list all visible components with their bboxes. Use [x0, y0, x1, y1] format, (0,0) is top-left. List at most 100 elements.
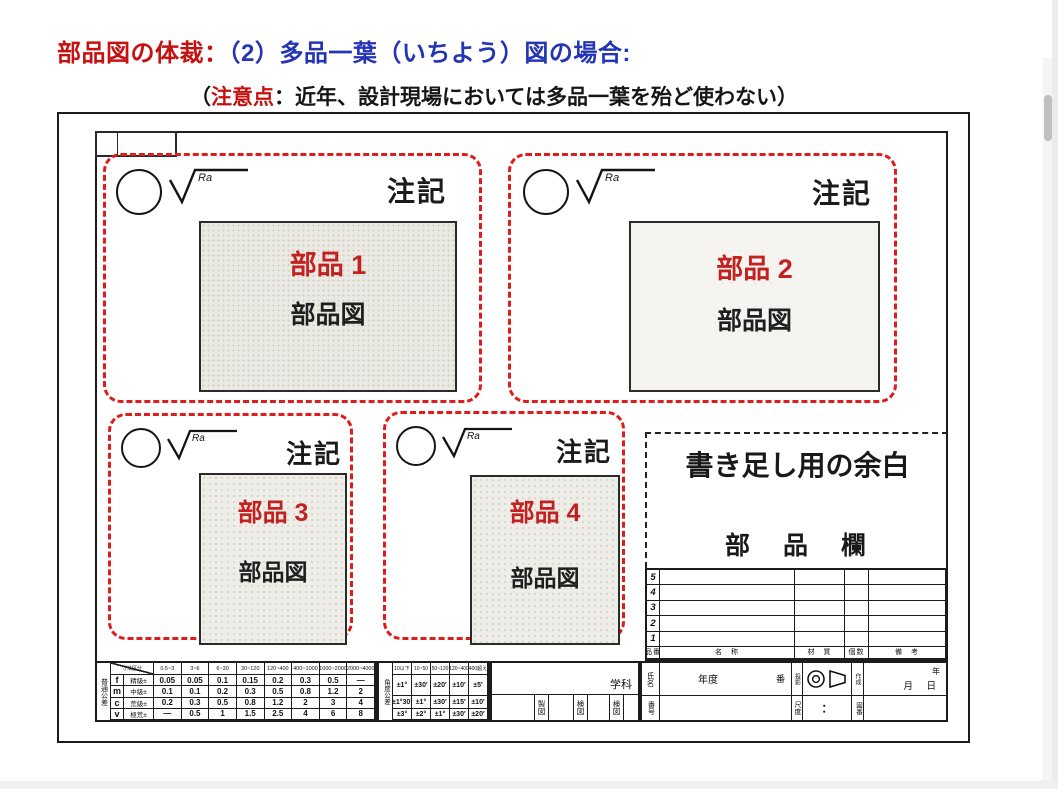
tol-value: ±1° [431, 709, 450, 720]
note-highlight: 注意点 [211, 86, 274, 109]
scrollbar-thumb[interactable] [1044, 95, 1052, 141]
angular-tolerance-side-label: 角度公差 [379, 663, 393, 720]
department-cell: 学科 [492, 663, 638, 695]
number-cell: 番号 [642, 696, 660, 720]
linear-tolerance-corner: 寸法区分 [111, 663, 154, 675]
signature-blank [588, 695, 610, 720]
range-header: 30~120 [236, 663, 265, 675]
margin-area-title: 書き足し用の余白 [685, 450, 910, 481]
linear-tolerance-side-label: 普通公差 [97, 663, 111, 720]
tol-value: ±30′ [431, 696, 450, 709]
tol-value: 4 [347, 697, 375, 709]
signature-label: 検図 [574, 695, 588, 720]
part-label: 部品 4 [509, 499, 581, 527]
part-label: 部品 2 [716, 254, 793, 284]
tol-value: 0.5 [319, 675, 348, 687]
part-zone-4: Ra 注記 部品 4 部品図 [383, 411, 625, 645]
tol-value: 2 [347, 686, 375, 698]
tol-class: v [111, 708, 124, 720]
titleblock-middle: 学科 製図 検図 検図 [490, 661, 640, 722]
parts-header-cell: 名 称 [660, 646, 795, 659]
surface-roughness-icon: Ra [168, 168, 248, 205]
tol-value: 0.3 [292, 675, 320, 687]
parts-row-number: 2 [647, 616, 660, 632]
angular-tolerance-table: 角度公差 10以下 10~50 50~120 120~400 400超え ±1°… [377, 661, 490, 722]
titleblock-right: 氏名 年度 番 投影 作成 年 月 日 番号 尺度 ： 図番 [640, 661, 948, 722]
roughness-ra-label: Ra [467, 431, 480, 442]
zone-note-label: 注記 [811, 178, 872, 209]
parts-header-cell: 備 考 [869, 646, 946, 659]
zuban-label: 図番 [854, 701, 862, 715]
tol-value: 0.8 [236, 697, 265, 709]
note-line: （注意点：近年、設計現場においては多品一葉を殆ど使わない） [190, 81, 798, 111]
tol-value: 0.1 [154, 686, 182, 698]
year-label: 年度 [698, 675, 718, 686]
tol-value: 0.2 [154, 697, 182, 709]
part-zone-1: Ra 注記 部品 1 部品図 [103, 153, 482, 403]
make-label: 作成 [852, 663, 864, 696]
tol-value: 0.2 [209, 686, 237, 698]
signature-label: 検図 [610, 695, 624, 720]
page-title-blue: （2）多品一葉（いちよう）図の場合: [228, 40, 631, 67]
scale-cell: 尺度 [792, 696, 803, 720]
date-cell: 年 月 日 [864, 663, 946, 696]
frame-corner-box [95, 131, 177, 157]
page-edge-right [1052, 0, 1058, 789]
tol-value: 0.5 [181, 708, 210, 720]
tol-value: 3 [319, 697, 348, 709]
parts-row-number: 3 [647, 600, 660, 617]
tol-value: ±1° [412, 696, 431, 709]
year-cell: 年度 番 [660, 663, 792, 696]
tol-value: 0.15 [236, 675, 265, 687]
year-suffix: 年 [932, 667, 940, 676]
scrollbar-track[interactable] [1043, 58, 1053, 781]
tol-value: — [154, 708, 182, 720]
part-caption: 部品図 [238, 559, 308, 585]
datum-circle-icon [116, 169, 162, 215]
part-drawing-box-2: 部品 2 部品図 [629, 221, 880, 392]
date-label: 月 日 [903, 681, 938, 692]
scale-label: 尺度 [794, 701, 801, 715]
surface-roughness-icon: Ra [575, 168, 655, 205]
tol-value: 0.05 [154, 675, 182, 687]
tol-value: ±2° [412, 709, 431, 720]
parts-list-table: 5 4 3 2 1 品番 名 称 材 質 個数 備 考 [645, 568, 948, 661]
tol-value: 0.5 [209, 697, 237, 709]
range-header: 1000~2000 [319, 663, 348, 675]
tol-value: 0.2 [264, 675, 293, 687]
margin-area: 書き足し用の余白 部 品 欄 [645, 432, 948, 568]
parts-row-number: 4 [647, 585, 660, 601]
page-edge-bottom [0, 781, 1058, 789]
part-zone-3: Ra 注記 部品 3 部品図 [108, 413, 353, 645]
tol-value: 0.1 [181, 686, 210, 698]
tol-value: ±20′ [431, 675, 450, 696]
parts-row-number: 5 [647, 570, 660, 586]
tol-value: ±20′ [469, 709, 488, 720]
range-header: 50~120 [431, 663, 450, 675]
tol-value: 2 [292, 697, 320, 709]
zuban-cell: 図番 [852, 696, 864, 720]
signature-blank [624, 695, 638, 720]
tol-value: ±1°30′ [393, 696, 412, 709]
part-drawing-box-3: 部品 3 部品図 [199, 473, 347, 645]
tol-class-name: 極荒± [124, 708, 154, 720]
page-title-red: 部品図の体裁： [57, 40, 229, 67]
signature-blank [549, 695, 574, 720]
part-label: 部品 1 [289, 250, 367, 280]
tol-class: m [111, 686, 124, 698]
tol-value: ±15′ [450, 696, 469, 709]
tol-class: c [111, 697, 124, 709]
blank-cell [660, 696, 792, 720]
zone-note-label: 注記 [285, 439, 342, 469]
projection-symbol-cell [803, 663, 852, 696]
range-header: 400~1000 [292, 663, 320, 675]
parts-header-cell: 材 質 [795, 646, 845, 659]
part-zone-2: Ra 注記 部品 2 部品図 [508, 153, 897, 403]
tol-value: ±30′ [412, 675, 431, 696]
blank-cell [864, 696, 946, 720]
tol-value: ±10′ [450, 675, 469, 696]
surface-roughness-icon: Ra [167, 429, 237, 461]
number-label: 番号 [647, 701, 655, 715]
tol-class-name: 中級± [124, 686, 154, 698]
